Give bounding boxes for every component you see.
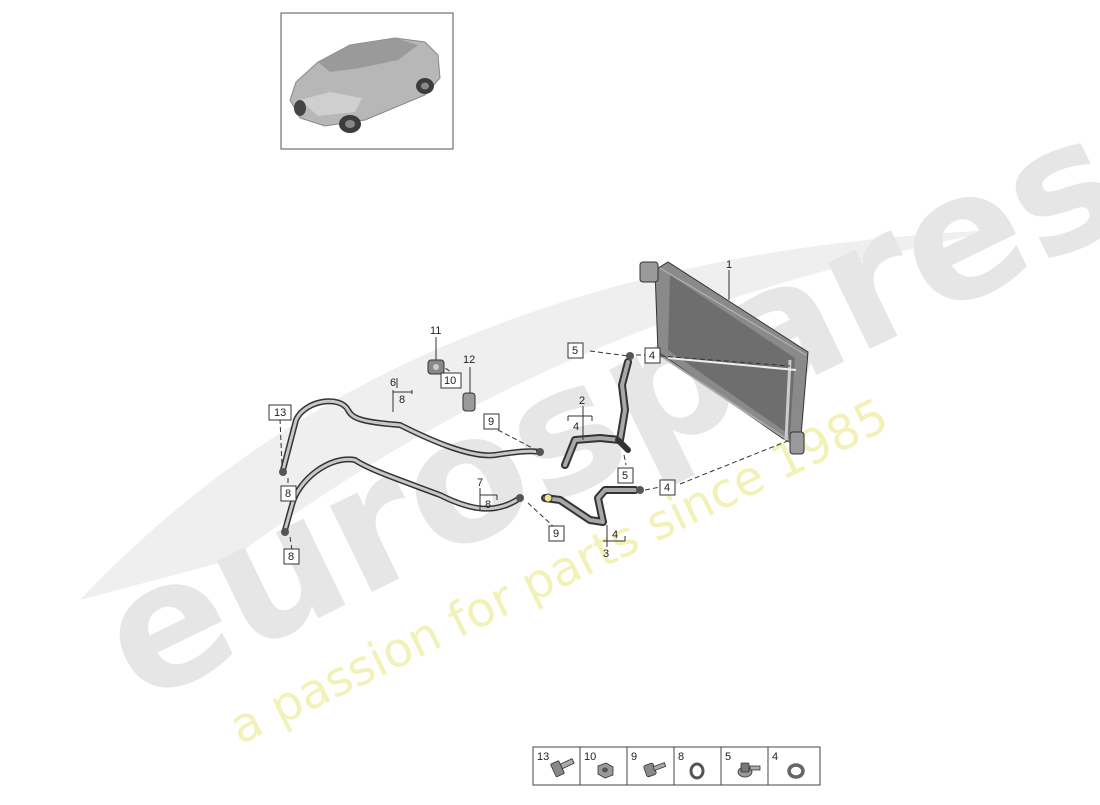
callout-4-hose3: 4	[612, 529, 618, 541]
seal-ring-icon	[689, 762, 705, 780]
refrigerant-lines	[279, 352, 644, 536]
callout-10: 10	[444, 375, 456, 387]
bolt-icon	[550, 758, 575, 778]
callout-5-top: 5	[572, 345, 578, 357]
legend-num-4: 4	[772, 751, 778, 763]
callout-13: 13	[274, 407, 286, 419]
leader-lines	[392, 270, 730, 547]
callout-5-mid: 5	[622, 470, 628, 482]
thumbnail-frame	[280, 12, 454, 150]
dashed-leaders	[279, 350, 791, 551]
callout-7: 7	[477, 477, 483, 489]
legend-num-10: 10	[584, 751, 596, 763]
callout-8-pipe6: 8	[399, 394, 405, 406]
suv-car-thumbnail-icon	[289, 37, 441, 133]
callout-9-upper: 9	[488, 416, 494, 428]
callout-6: 6	[390, 377, 396, 389]
flange-bolt-icon	[737, 762, 761, 778]
clamp-part-12	[462, 392, 476, 412]
bracket-part-11	[427, 359, 445, 375]
callout-4-right: 4	[664, 482, 670, 494]
hardware-legend: 13 10 9 8 5 4	[532, 746, 821, 786]
legend-num-8: 8	[678, 751, 684, 763]
callout-3: 3	[603, 548, 609, 560]
callouts-plain: 1 2 4 3 4 6 8 7 8 11 12	[390, 259, 732, 560]
callout-12: 12	[463, 354, 475, 366]
callout-8-upper-left: 8	[285, 488, 291, 500]
legend-num-9: 9	[631, 751, 637, 763]
legend-num-5: 5	[725, 751, 731, 763]
hex-nut-icon	[597, 762, 614, 779]
callouts-boxed: 13 8 8 10 9 9 5 5 4 4	[268, 342, 676, 565]
callout-4-top: 4	[649, 350, 655, 362]
callout-8-lower-left: 8	[288, 551, 294, 563]
callout-2: 2	[579, 395, 585, 407]
callout-9-lower: 9	[553, 528, 559, 540]
callout-1: 1	[726, 259, 732, 271]
screw-icon	[643, 762, 667, 778]
callout-11: 11	[430, 325, 441, 337]
callout-8-pipe7: 8	[485, 499, 491, 511]
callout-4-hose2: 4	[573, 421, 579, 433]
watermark-brand: eurospares	[69, 75, 1100, 743]
o-ring-icon	[787, 763, 805, 779]
watermark-swoosh	[80, 230, 1000, 600]
legend-num-13: 13	[537, 751, 549, 763]
